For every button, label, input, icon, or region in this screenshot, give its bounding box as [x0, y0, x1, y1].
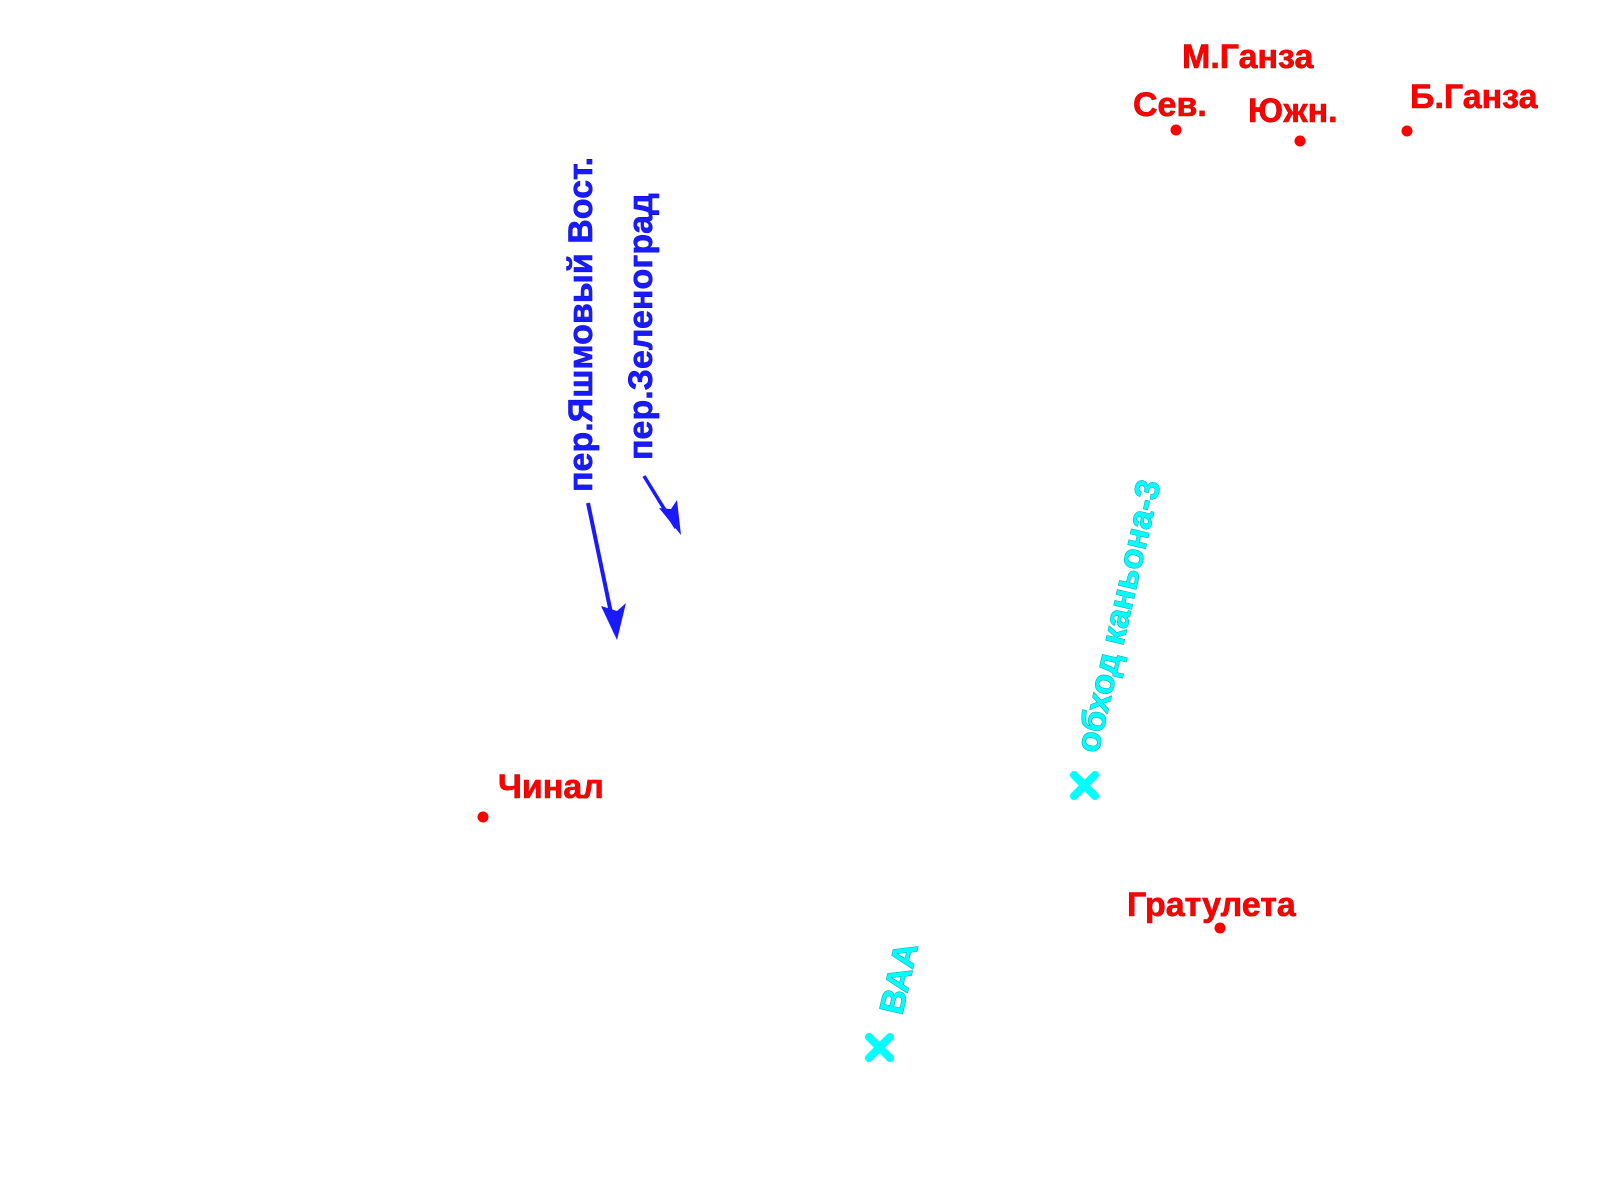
peak-label: Южн. — [1248, 92, 1338, 130]
peak-label: Чинал — [498, 768, 604, 806]
dot-icon — [477, 811, 489, 823]
peak-label: М.Ганза — [1182, 38, 1314, 76]
pass-label: пер.Яшмовый Вост. — [562, 157, 600, 492]
dot-icon — [1214, 922, 1226, 934]
peak-chinal[interactable]: Чинал — [477, 768, 604, 823]
peak-b-ganza[interactable]: Б.Ганза — [1401, 78, 1539, 137]
peak-label: Сев. — [1133, 86, 1207, 124]
peak-sev[interactable]: Сев. — [1133, 86, 1207, 136]
peak-m-ganza[interactable]: М.Ганза — [1182, 38, 1315, 77]
peak-label: Гратулета — [1127, 886, 1297, 924]
peak-yuzhn[interactable]: Южн. — [1248, 92, 1338, 147]
arrow-icon — [586, 502, 626, 640]
peak-label: Б.Ганза — [1410, 78, 1539, 116]
pass-yashmovyy[interactable]: пер.Яшмовый Вост. — [562, 157, 626, 640]
dot-icon — [1170, 124, 1182, 136]
cross-icon — [865, 1033, 894, 1062]
arrow-icon — [642, 475, 681, 535]
pass-zelenograd[interactable]: пер.Зеленоград — [622, 193, 681, 535]
dot-icon — [1401, 125, 1413, 137]
dot-icon — [1294, 135, 1306, 147]
pass-label: пер.Зеленоград — [622, 193, 660, 460]
peak-gratuleta[interactable]: Гратулета — [1127, 886, 1297, 934]
cross-icon — [1070, 771, 1099, 800]
